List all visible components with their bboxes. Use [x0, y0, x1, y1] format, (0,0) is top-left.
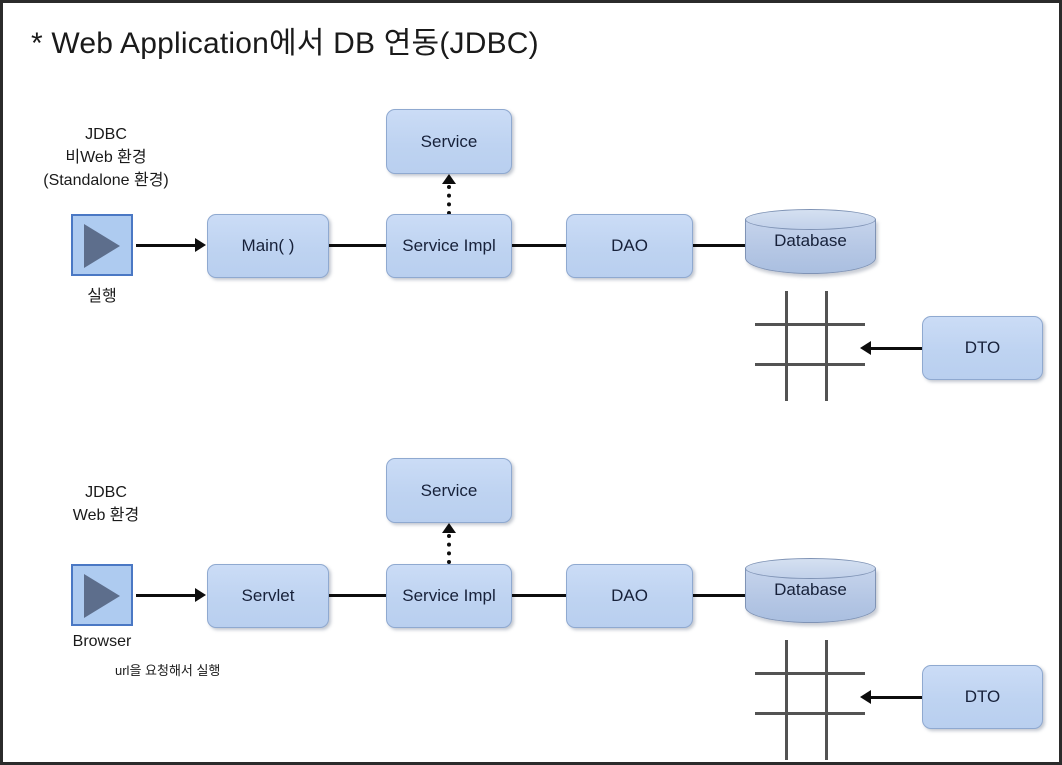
node-service-label: Service [420, 131, 478, 151]
connector-serviceimpl-to-dao [512, 244, 567, 247]
node-database[interactable]: Database [745, 209, 876, 279]
play-triangle-icon [84, 574, 120, 618]
caption-line-1: JDBC [85, 484, 127, 501]
caption-line-2: 비Web 환경 [65, 149, 147, 167]
node-service[interactable]: Service [386, 458, 512, 523]
node-main-label: Main( ) [241, 236, 295, 255]
arrowhead-impl-web [442, 523, 456, 533]
connector-dao-to-database [693, 594, 747, 597]
play-icon[interactable] [71, 564, 133, 626]
node-dto[interactable]: DTO [922, 665, 1043, 729]
connector-dto-to-grid [871, 347, 925, 350]
node-service-impl-label: Service Impl [402, 236, 496, 255]
node-service-label: Service [420, 480, 478, 500]
connector-servlet-to-serviceimpl [329, 594, 387, 597]
page-title: * Web Application에서 DB 연동(JDBC) [31, 27, 539, 60]
node-dto[interactable]: DTO [922, 316, 1043, 380]
database-top-ellipse [745, 558, 876, 579]
arrowhead-impl-standalone [442, 174, 456, 184]
caption-line-1: JDBC [85, 126, 127, 143]
grid-table-icon [755, 291, 865, 401]
play-icon[interactable] [71, 214, 133, 276]
node-dao[interactable]: DAO [566, 564, 693, 628]
node-service[interactable]: Service [386, 109, 512, 174]
connector-play-to-main [136, 244, 196, 247]
node-service-impl[interactable]: Service Impl [386, 214, 512, 278]
entry-label-web: Browser [72, 633, 132, 650]
node-database-label: Database [774, 580, 847, 599]
grid-line-vertical-2 [825, 291, 828, 401]
section-web-caption: JDBC Web 환경 [11, 481, 201, 527]
grid-line-horizontal-2 [755, 363, 865, 366]
caption-line-2: Web 환경 [72, 507, 140, 525]
node-servlet-label: Servlet [241, 586, 295, 605]
grid-table-icon [755, 640, 865, 760]
connector-browser-to-servlet [136, 594, 196, 597]
arrowhead-dto-to-grid [860, 341, 871, 355]
node-main[interactable]: Main( ) [207, 214, 329, 278]
entry-note-web: url을 요청해서 실행 [115, 663, 221, 678]
connector-dto-to-grid [871, 696, 925, 699]
grid-line-horizontal-1 [755, 672, 865, 675]
database-top-ellipse [745, 209, 876, 230]
arrowhead-play-to-main [195, 238, 206, 252]
caption-line-3: (Standalone 환경) [43, 172, 169, 190]
node-dao[interactable]: DAO [566, 214, 693, 278]
grid-line-vertical-1 [785, 640, 788, 760]
node-dto-label: DTO [964, 687, 1001, 706]
node-dao-label: DAO [611, 236, 648, 255]
arrowhead-browser-to-servlet [195, 588, 206, 602]
node-service-impl-label: Service Impl [402, 586, 496, 605]
grid-line-vertical-1 [785, 291, 788, 401]
connector-main-to-serviceimpl [329, 244, 387, 247]
grid-line-horizontal-1 [755, 323, 865, 326]
node-dto-label: DTO [964, 338, 1001, 357]
entry-label-standalone: 실행 [87, 288, 117, 305]
grid-line-vertical-2 [825, 640, 828, 760]
connector-serviceimpl-to-dao [512, 594, 567, 597]
arrowhead-dto-to-grid [860, 690, 871, 704]
node-dao-label: DAO [611, 586, 648, 605]
grid-line-horizontal-2 [755, 712, 865, 715]
node-servlet[interactable]: Servlet [207, 564, 329, 628]
play-triangle-icon [84, 224, 120, 268]
connector-dao-to-database [693, 244, 747, 247]
node-database[interactable]: Database [745, 558, 876, 628]
node-service-impl[interactable]: Service Impl [386, 564, 512, 628]
connector-impl-dotted-standalone [447, 185, 451, 215]
section-standalone-caption: JDBC 비Web 환경 (Standalone 환경) [11, 123, 201, 193]
connector-impl-dotted-web [447, 534, 451, 564]
node-database-label: Database [774, 231, 847, 250]
